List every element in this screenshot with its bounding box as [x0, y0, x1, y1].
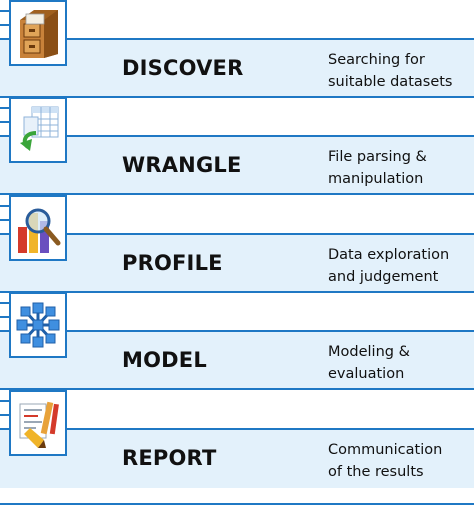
stage-icon-frame — [9, 97, 67, 163]
stage-description: File parsing & manipulation — [328, 146, 468, 190]
molecule-network-icon — [16, 302, 60, 348]
description-line: Communication — [328, 442, 443, 458]
stage-title: WRANGLE — [122, 153, 242, 177]
stage-wrangle: WRANGLE File parsing & manipulation — [0, 97, 474, 195]
band-top-line — [0, 135, 474, 137]
stage-title: REPORT — [122, 446, 217, 470]
stage-band — [0, 429, 474, 488]
diagram-bottom-line — [0, 503, 474, 505]
stage-profile: PROFILE Data exploration and judgement — [0, 195, 474, 293]
stage-title: DISCOVER — [122, 56, 244, 80]
connector-tick — [0, 302, 10, 304]
file-cabinet-icon — [20, 10, 58, 58]
connector-tick — [0, 205, 10, 207]
stage-report: REPORT Communication of the results — [0, 390, 474, 488]
stage-model: MODEL Modeling & evaluation — [0, 292, 474, 390]
connector-tick — [0, 107, 10, 109]
connector-tick — [0, 219, 10, 221]
connector-tick — [0, 10, 10, 12]
stage-title: MODEL — [122, 348, 207, 372]
stage-description: Data exploration and judgement — [328, 244, 468, 288]
band-top-line — [0, 428, 474, 430]
stage-band — [0, 39, 474, 98]
stage-description: Searching for suitable datasets — [328, 49, 468, 93]
band-bottom-line — [0, 96, 474, 98]
band-bottom-line — [0, 193, 474, 195]
description-line: Searching for — [328, 52, 425, 68]
stage-icon-frame — [9, 0, 67, 66]
stage-description: Communication of the results — [328, 439, 468, 483]
connector-tick — [0, 24, 10, 26]
connector-tick — [0, 316, 10, 318]
description-line: of the results — [328, 464, 424, 480]
description-line: and judgement — [328, 269, 439, 285]
stage-description: Modeling & evaluation — [328, 341, 468, 385]
description-line: Data exploration — [328, 247, 450, 263]
stage-band — [0, 331, 474, 390]
band-top-line — [0, 38, 474, 40]
connector-tick — [0, 121, 10, 123]
band-top-line — [0, 330, 474, 332]
stage-band — [0, 136, 474, 195]
description-line: suitable datasets — [328, 74, 453, 90]
stage-icon-frame — [9, 195, 67, 261]
description-line: manipulation — [328, 171, 424, 187]
description-line: File parsing & — [328, 149, 427, 165]
chart-magnifier-icon — [18, 208, 61, 253]
stage-icon-frame — [9, 390, 67, 456]
stage-discover: DISCOVER Searching for suitable datasets — [0, 0, 474, 98]
stage-title: PROFILE — [122, 251, 223, 275]
band-bottom-line — [0, 388, 474, 390]
description-line: Modeling & — [328, 344, 410, 360]
connector-tick — [0, 414, 10, 416]
stage-band — [0, 234, 474, 293]
band-top-line — [0, 233, 474, 235]
band-bottom-line — [0, 291, 474, 293]
report-pencils-icon — [19, 401, 59, 448]
stage-icon-frame — [9, 292, 67, 358]
spreadsheet-transform-icon — [20, 106, 59, 151]
connector-tick — [0, 400, 10, 402]
description-line: evaluation — [328, 366, 405, 382]
